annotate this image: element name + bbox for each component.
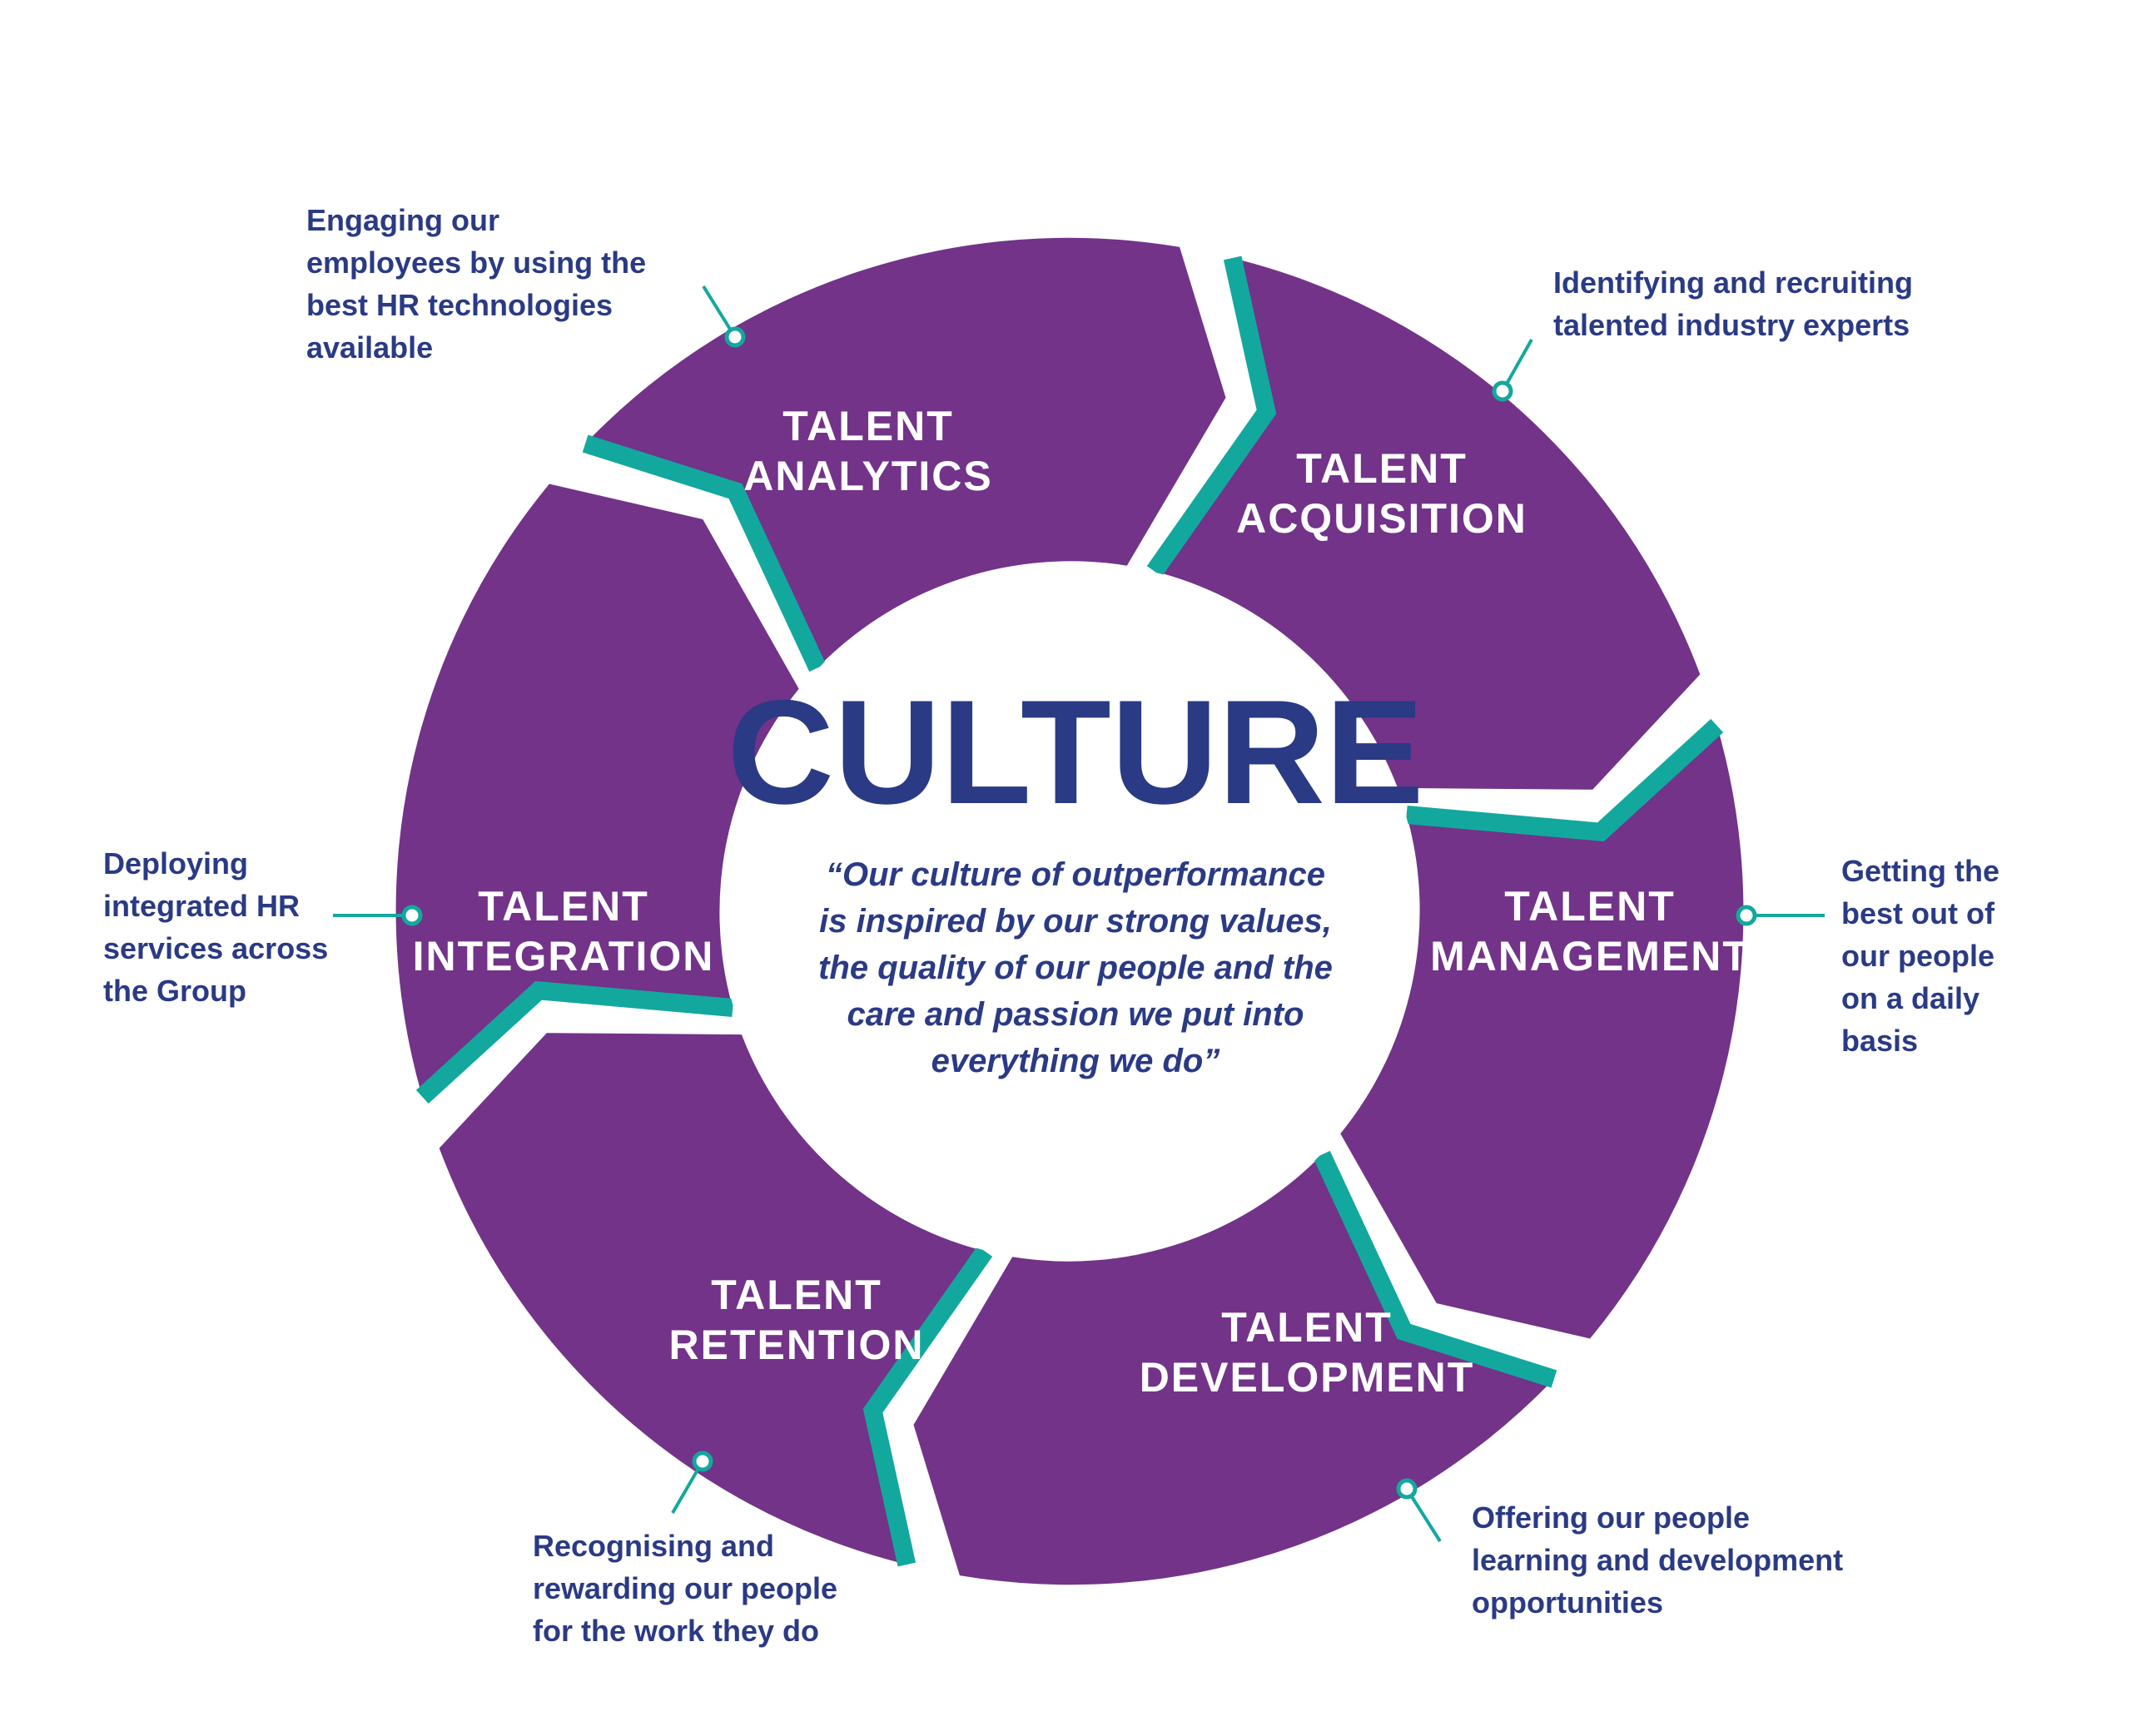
accent-chevron-1 — [1146, 255, 1277, 577]
quote-line-2: is inspired by our strong values, — [819, 903, 1332, 940]
segment-label-retention-1: TALENT — [711, 1272, 882, 1318]
segment-label-retention-2: RETENTION — [669, 1322, 925, 1368]
quote-line-4: care and passion we put into — [847, 996, 1304, 1033]
dot-acquisition — [1492, 380, 1513, 402]
leader-management — [1736, 905, 1825, 926]
note-analytics-4: available — [306, 330, 433, 365]
segment-label-development-2: DEVELOPMENT — [1140, 1354, 1475, 1401]
segment-label-integration-2: INTEGRATION — [413, 933, 715, 980]
leader-acquisition — [1492, 339, 1533, 402]
leader-analytics — [702, 285, 746, 348]
segment-ring — [395, 237, 1744, 1585]
center-title: CULTURE — [727, 669, 1423, 835]
segment-label-acquisition-2: ACQUISITION — [1236, 495, 1527, 542]
note-integration-3: services across — [103, 931, 328, 965]
segment-management — [1340, 732, 1744, 1339]
note-acquisition-1: Identifying and recruiting — [1553, 265, 1913, 300]
segment-analytics — [590, 237, 1226, 666]
accent-chevron-6 — [582, 434, 827, 672]
note-management-4: on a daily — [1841, 981, 1979, 1015]
note-retention-3: for the work they do — [533, 1614, 819, 1648]
note-retention-2: rewarding our people — [533, 1571, 837, 1605]
note-integration-4: the Group — [103, 974, 246, 1008]
note-development-3: opportunities — [1472, 1585, 1663, 1619]
leader-integration — [333, 905, 423, 926]
note-management-5: basis — [1841, 1024, 1918, 1058]
center-circle: CULTURE “Our culture of outperformance i… — [720, 562, 1424, 1261]
segment-label-integration-1: TALENT — [478, 883, 648, 930]
note-analytics-2: employees by using the — [306, 246, 646, 280]
segment-label-management-1: TALENT — [1504, 883, 1675, 930]
note-analytics-3: best HR technologies — [306, 288, 613, 322]
quote-line-3: the quality of our people and the — [818, 950, 1333, 986]
dot-development — [1396, 1478, 1418, 1500]
dot-integration — [401, 905, 423, 926]
accent-chevron-4 — [862, 1246, 993, 1567]
segment-integration — [395, 484, 799, 1090]
accent-chevron-3 — [1313, 1150, 1557, 1388]
segment-label-management-2: MANAGEMENT — [1430, 933, 1750, 980]
leader-retention — [671, 1451, 713, 1515]
note-acquisition-2: talented industry experts — [1553, 308, 1910, 342]
note-management-2: best out of — [1841, 896, 1995, 930]
segment-label-analytics-2: ANALYTICS — [743, 453, 993, 499]
quote-line-1: “Our culture of outperformance — [826, 856, 1325, 893]
accent-chevrons — [415, 255, 1724, 1567]
note-development-1: Offering our people — [1472, 1500, 1750, 1535]
dot-management — [1736, 905, 1757, 926]
dot-analytics — [724, 326, 746, 348]
note-analytics-1: Engaging our — [306, 203, 499, 237]
accent-chevron-5 — [415, 980, 734, 1104]
segment-retention — [439, 1033, 981, 1563]
segment-label-acquisition-1: TALENT — [1296, 445, 1467, 492]
accent-chevron-2 — [1405, 718, 1724, 842]
note-management-3: our people — [1841, 939, 1994, 973]
dot-retention — [692, 1451, 713, 1472]
note-development-2: learning and development — [1472, 1543, 1843, 1577]
segment-acquisition — [1158, 260, 1701, 790]
note-integration-2: integrated HR — [103, 889, 300, 923]
quote-line-5: everything we do” — [931, 1043, 1220, 1079]
note-management-1: Getting the — [1841, 854, 1999, 888]
segment-development — [913, 1157, 1549, 1585]
segment-label-analytics-1: TALENT — [782, 403, 953, 449]
note-integration-1: Deploying — [103, 846, 248, 880]
segment-label-development-1: TALENT — [1221, 1304, 1392, 1351]
note-retention-1: Recognising and — [533, 1529, 774, 1563]
leader-development — [1396, 1478, 1442, 1543]
